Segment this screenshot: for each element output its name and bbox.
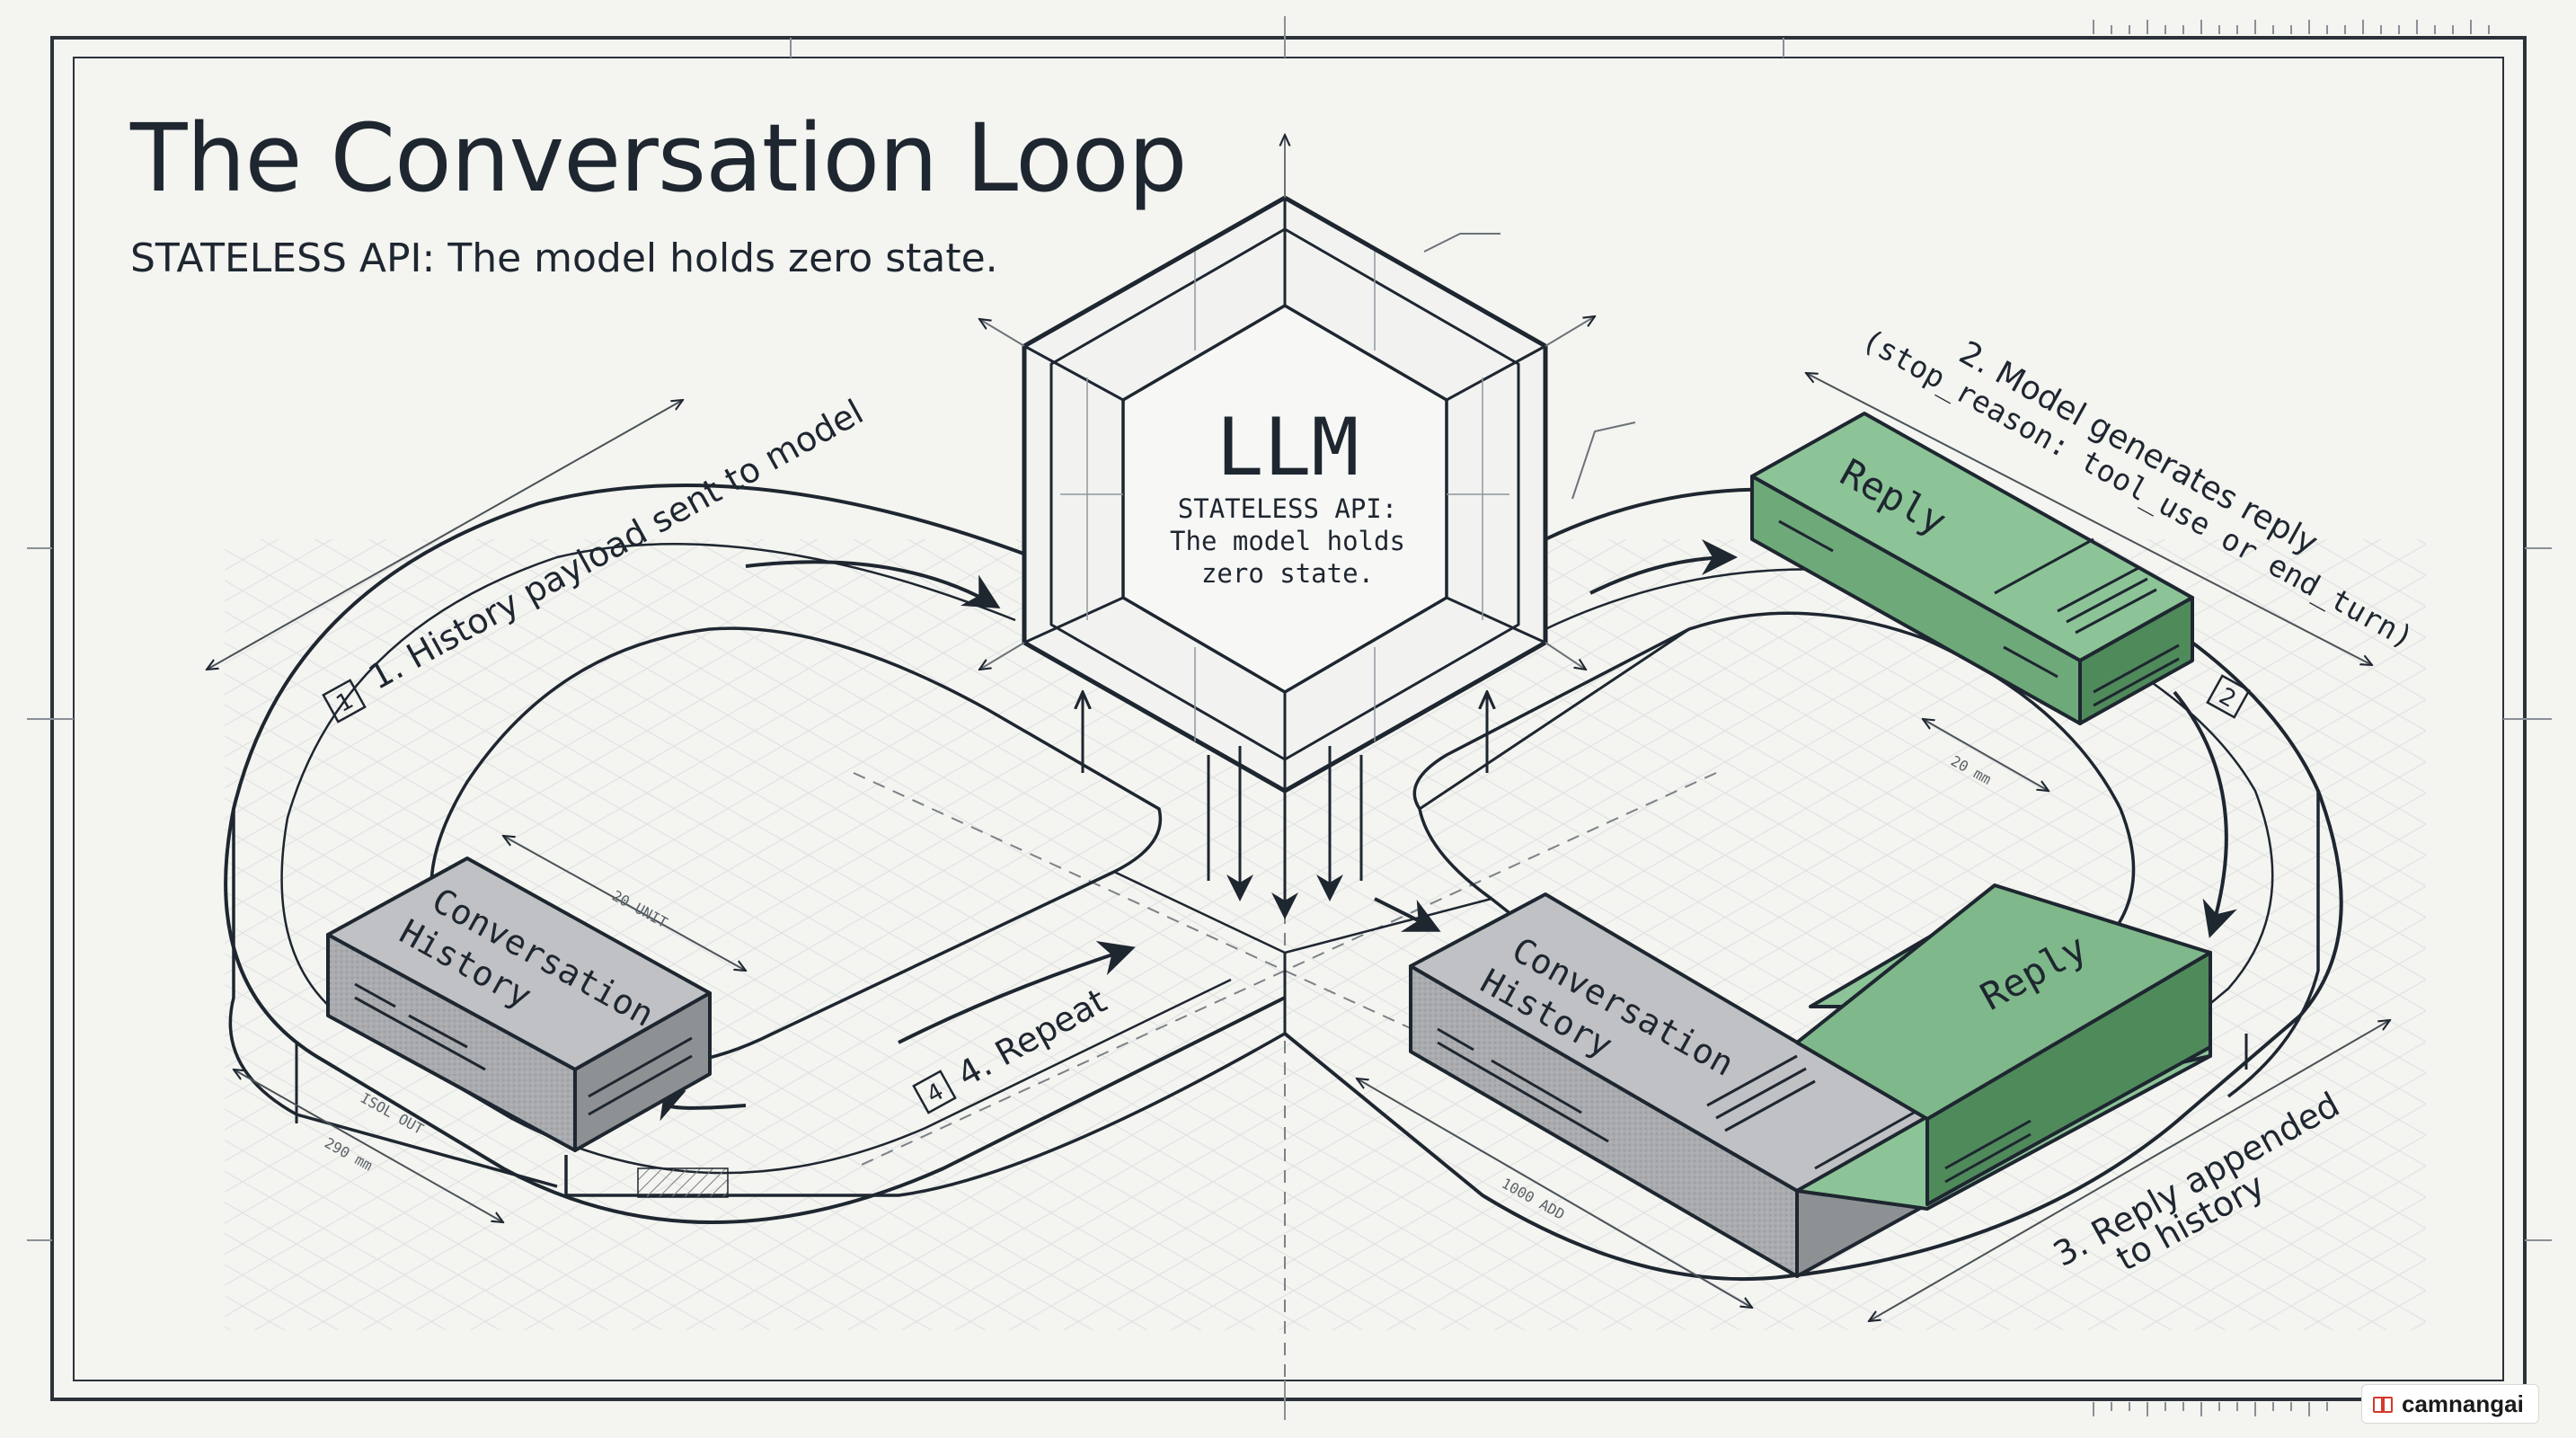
- reply-block-top: [1750, 412, 2194, 725]
- page-subtitle: STATELESS API: The model holds zero stat…: [130, 235, 998, 281]
- llm-prism: [979, 135, 1636, 919]
- watermark-badge: camnangai: [2361, 1384, 2539, 1424]
- history-reply-block-bottom: [1409, 883, 2212, 1278]
- dimension-lines: [207, 373, 2390, 1321]
- watermark-text: camnangai: [2402, 1389, 2524, 1417]
- llm-note-line-3: zero state.: [1201, 558, 1374, 589]
- frame-ruler-ticks: [27, 16, 2552, 1420]
- llm-note-line-1: STATELESS API:: [1178, 493, 1397, 524]
- book-icon: [2373, 1397, 2393, 1413]
- history-block-left: [326, 857, 712, 1152]
- llm-label: LLM: [1217, 401, 1359, 493]
- page-title: The Conversation Loop: [130, 103, 1188, 213]
- track-hatch-detail: [637, 1167, 729, 1198]
- llm-note-line-2: The model holds: [1170, 526, 1405, 556]
